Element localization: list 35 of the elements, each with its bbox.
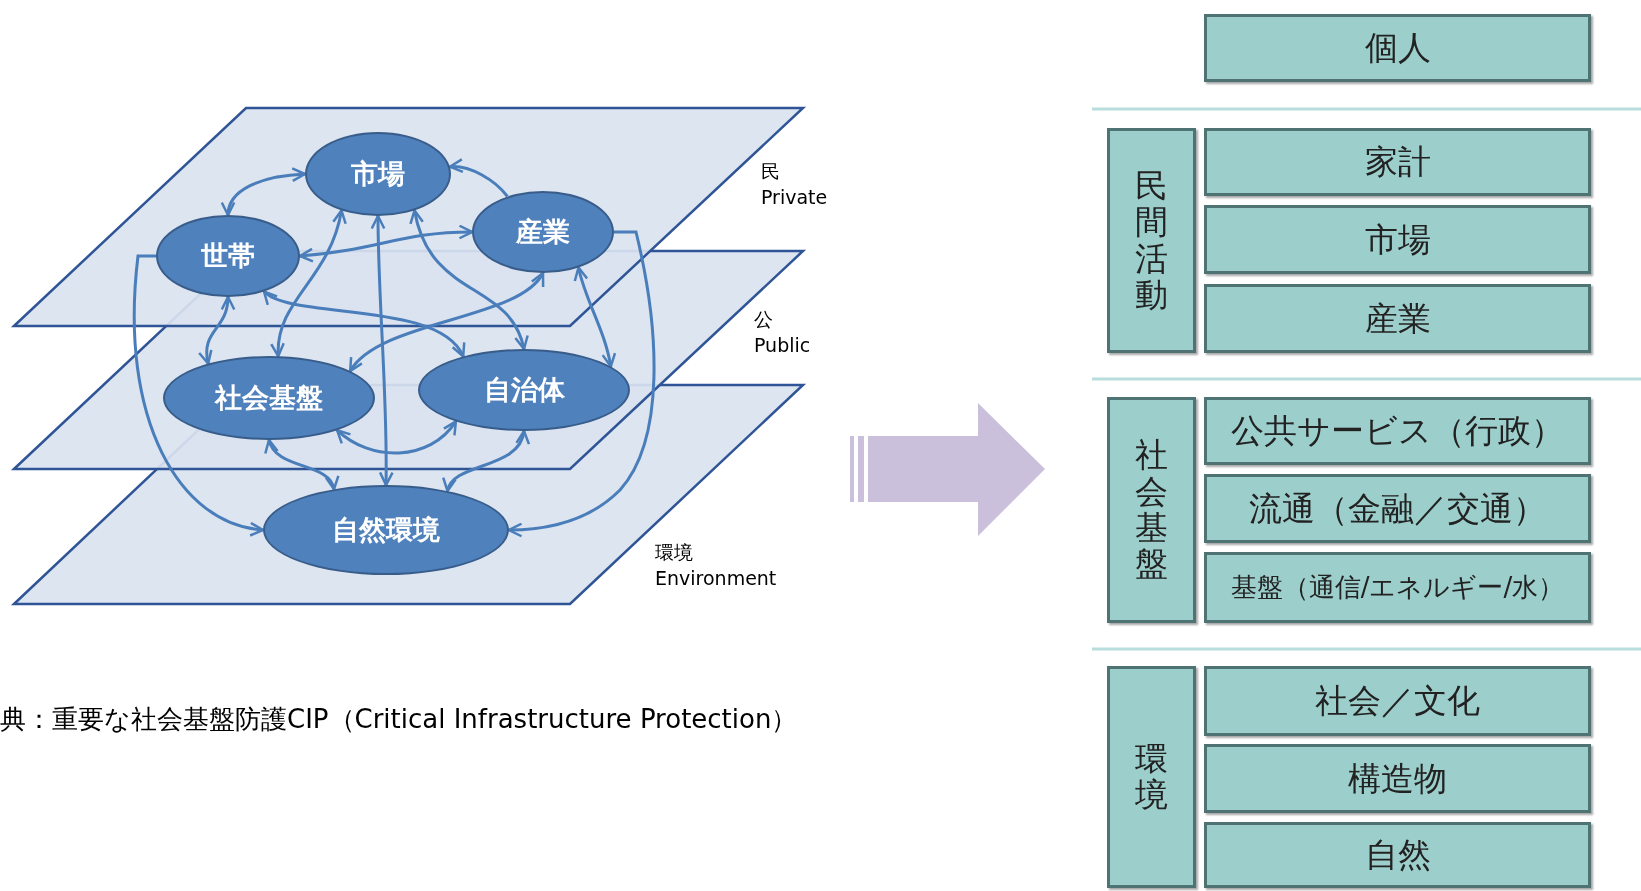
item-box: 公共サービス（行政） [1204,397,1591,465]
arrow [266,438,338,491]
arrow [444,429,529,493]
arrow [262,290,465,358]
category-box: 民間活動 [1107,128,1196,353]
item-box: 基盤（通信/エネルギー/水） [1204,552,1591,623]
plane-label: Private [761,185,828,210]
arrow [133,254,265,536]
plane-label: Environment [655,566,777,591]
arrow [335,420,458,455]
item-box: 流通（金融／交通） [1204,474,1591,543]
category-box: 環境 [1107,666,1196,888]
arrow [298,224,474,263]
arrow [574,266,616,368]
plane-label: 公 [754,307,773,332]
item-box: 産業 [1204,284,1591,353]
arrow [410,209,528,351]
item-box: 個人 [1204,14,1591,82]
arrow [198,295,235,365]
item-box: 家計 [1204,128,1591,196]
item-box: 社会／文化 [1204,666,1591,736]
arrow [507,230,656,538]
arrow [271,209,347,358]
item-box: 構造物 [1204,744,1591,813]
category-box: 社会基盤 [1107,397,1196,623]
arrow [348,271,545,373]
arrow [221,167,307,217]
plane-label: 環境 [655,540,693,565]
plane-label: Public [754,333,811,358]
item-box: 市場 [1204,205,1591,274]
plane-label: 民 [761,159,780,184]
source-caption: 典：重要な社会基盤防護CIP（Critical Infrastructure Protection） [0,703,798,736]
item-box: 自然 [1204,822,1591,888]
arrow [448,159,509,198]
arrow [370,214,394,487]
